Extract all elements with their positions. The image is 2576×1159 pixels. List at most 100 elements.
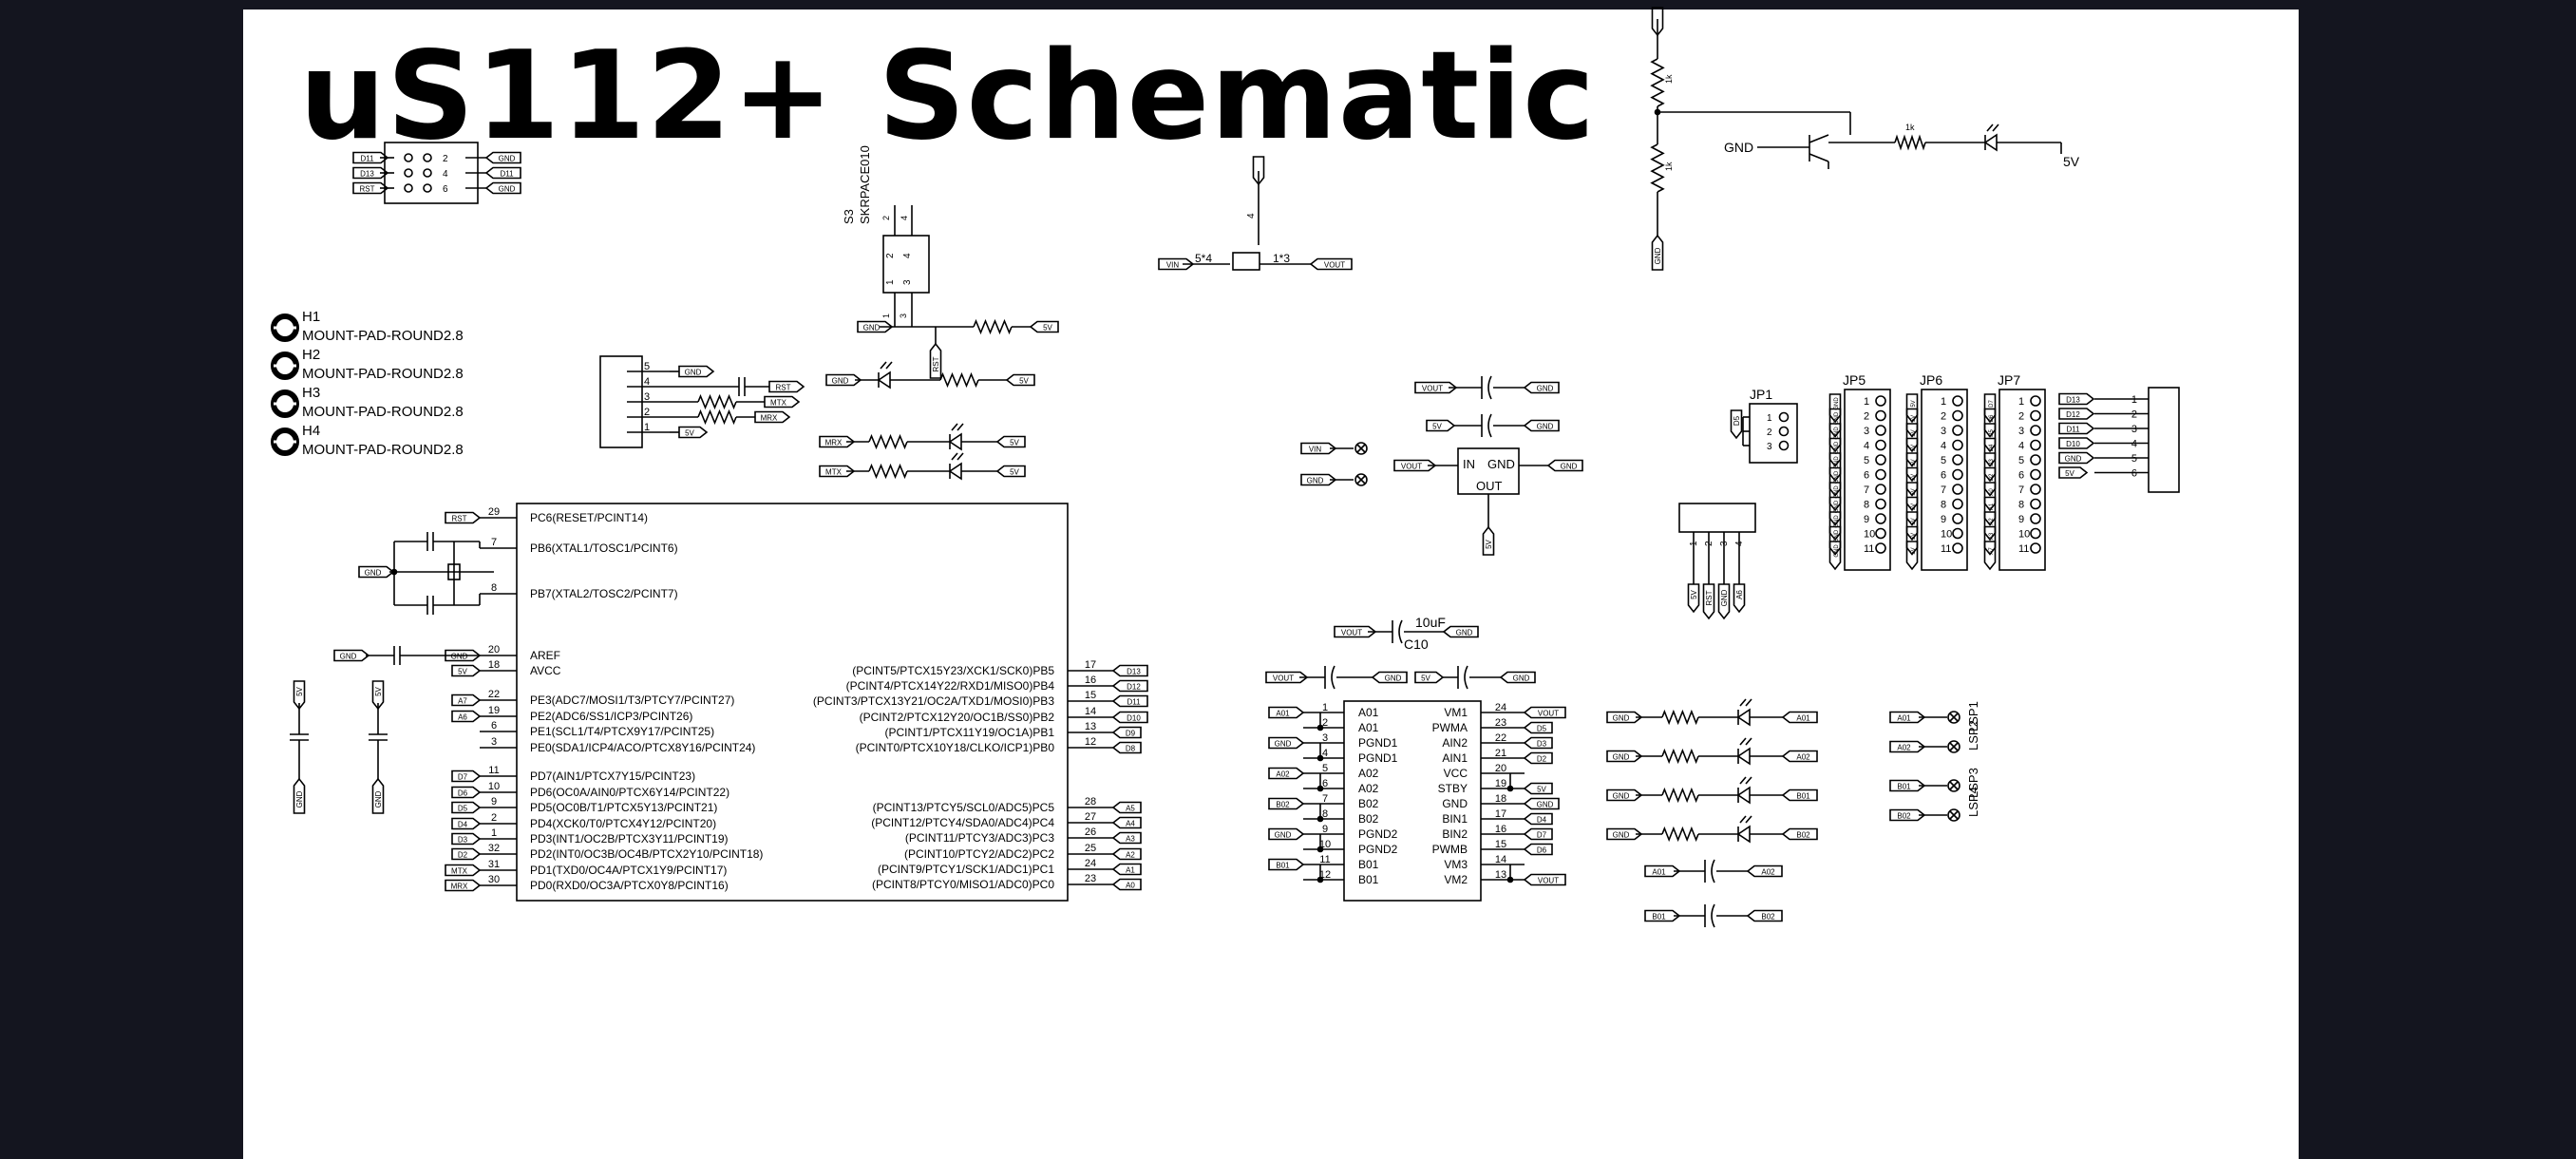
net-label-outline [1889, 711, 1926, 724]
pin-net: A0 [1989, 488, 1995, 496]
net-label-text: GND [1613, 831, 1630, 840]
net-label: VOUT [1265, 671, 1309, 684]
net-label-outline [1781, 788, 1818, 802]
net-label: MTX [445, 864, 482, 877]
resistor-zigzag [868, 433, 908, 450]
net-label: MRX [819, 435, 856, 448]
net-label-text: D13 [2066, 396, 2080, 405]
net-label-outline [1029, 320, 1059, 333]
pin-circle [1952, 513, 1963, 524]
net-label-outline [484, 166, 521, 180]
net-label-outline [1644, 864, 1681, 878]
net-label: MTX [764, 395, 801, 408]
pin-number: 11 [1941, 543, 1951, 555]
net-label: B01 [1268, 858, 1305, 871]
driver-pin-name: B01 [1358, 873, 1379, 886]
net-label-outline [1268, 736, 1305, 750]
pin-number: 5 [1864, 455, 1869, 466]
net-label-text: B01 [1796, 792, 1810, 801]
net-label-text: VOUT [1273, 674, 1294, 683]
net-label-outline [1268, 706, 1305, 719]
junction [1316, 876, 1324, 884]
net-label-text: GND [1613, 714, 1630, 723]
net-label-outline [1523, 419, 1560, 432]
pin-net: GND [1834, 411, 1840, 425]
pin-number: 8 [2018, 500, 2024, 511]
net-label-text: B01 [1652, 913, 1666, 922]
net-label-outline [293, 680, 306, 711]
net-label-outline [1889, 779, 1926, 792]
resistor-value: 1k [1905, 123, 1915, 132]
net-label-outline [1523, 873, 1566, 886]
pin-circle [1952, 484, 1963, 495]
net-label-text: A02 [1761, 868, 1775, 877]
driver-pin-number: 13 [1495, 869, 1506, 881]
mcu-pin-name: PD0(RXD0/OC3A/PTCX0Y8/PCINT16) [530, 879, 729, 892]
pin-net: A2 [1989, 518, 1995, 525]
net-label-text: A02 [1276, 770, 1290, 779]
driver-pin-number: 14 [1495, 854, 1506, 865]
pad [1947, 808, 1960, 822]
led-arrows [880, 361, 893, 370]
pin-net: GND [1834, 529, 1840, 542]
net-label: GND [1523, 797, 1560, 810]
gnd-label: GND [1724, 140, 1753, 155]
pin-number: 5 [644, 361, 650, 372]
net-label-outline [2058, 392, 2095, 406]
pin-number: 3 [644, 391, 650, 403]
pin-net: 5V [1911, 518, 1917, 524]
net-label-text: RST [360, 185, 375, 194]
net-label: A6 [451, 710, 482, 723]
driver-pin-name: VM1 [1444, 706, 1468, 719]
net-label-outline [678, 365, 715, 378]
net-label: GND [371, 777, 385, 814]
net-label-text: A01 [1276, 710, 1290, 718]
net-label-outline [1717, 583, 1731, 620]
net-label: 5V [1426, 419, 1456, 432]
net-label-text: RST [452, 515, 467, 523]
net-label-outline [1651, 234, 1664, 271]
net-label-outline [451, 770, 482, 783]
switch-part: SKRPACE010 [858, 145, 872, 224]
mcu-pin-number: 7 [491, 537, 497, 548]
pin-circle [1875, 454, 1886, 466]
net-label-text: GND [1275, 831, 1292, 840]
pin-circle [423, 153, 432, 162]
pin-number: 4 [1941, 441, 1946, 452]
header-ref: JP7 [1998, 372, 2020, 388]
net-label-text: D7 [458, 773, 468, 782]
mcu-pin-name: (PCINT5/PTCX15Y23/XCK1/SCK0)PB5 [852, 664, 1054, 677]
net-label: A0 [1111, 878, 1142, 891]
net-label: D5 [451, 801, 482, 814]
net-label-text: A02 [1796, 753, 1810, 762]
pin-number: 4 [900, 216, 909, 220]
pin-net: A3 [1989, 532, 1995, 540]
junction [390, 568, 398, 576]
net-label: D11 [352, 151, 389, 164]
pin-circle [1875, 468, 1886, 481]
pin-net: GND [1834, 427, 1840, 440]
pin-number: 1 [2131, 394, 2137, 406]
pin-number: 7 [1864, 484, 1869, 496]
driver-pin-number: 5 [1322, 763, 1328, 774]
net-label-text: B02 [1897, 812, 1911, 821]
net-label: VOUT [1309, 257, 1353, 271]
pin-number: 9 [1864, 514, 1869, 525]
net-label-outline [1523, 381, 1560, 394]
pin-circle [1875, 425, 1886, 436]
mcu-pin-number: 15 [1085, 690, 1096, 701]
pin-number: 6 [2131, 468, 2137, 480]
net-label-outline [1371, 671, 1408, 684]
net-label: A7 [451, 694, 482, 707]
net-label-outline [451, 832, 482, 846]
pin-circle [1875, 439, 1886, 451]
cap-ref: C10 [1404, 636, 1429, 652]
net-label-text: 5V [1537, 786, 1546, 794]
led-arrows [951, 452, 964, 461]
net-label-outline [1268, 827, 1305, 841]
net-label-text: 5V [1019, 377, 1029, 386]
net-label: 5V [451, 664, 482, 677]
